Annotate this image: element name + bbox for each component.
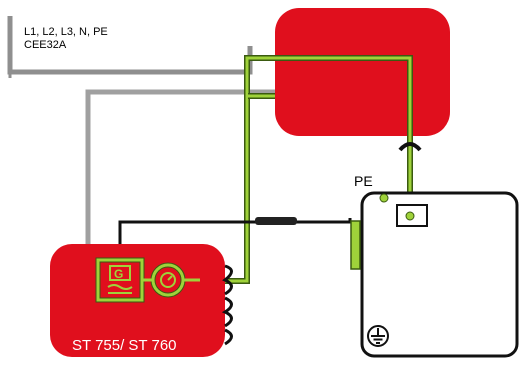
device-under-test xyxy=(360,191,519,358)
instrument-label: ST 755/ ST 760 xyxy=(72,337,177,354)
clip-connector xyxy=(255,217,297,225)
supply-label-conductors: L1, L2, L3, N, PE xyxy=(24,26,108,38)
mains-cable xyxy=(85,89,280,246)
pe-label: PE xyxy=(354,173,373,189)
ground-icon xyxy=(367,325,389,347)
crossover-arc xyxy=(398,142,422,152)
distribution-box xyxy=(275,8,450,136)
svg-text:G: G xyxy=(114,267,123,281)
pe-connection-point xyxy=(379,193,389,203)
current-source-icon xyxy=(142,262,200,298)
pe-terminal-point xyxy=(405,211,415,221)
coil-icon xyxy=(221,264,233,346)
generator-icon: G xyxy=(95,257,145,303)
clamp-icon xyxy=(350,220,361,270)
supply-label-socket: CEE32A xyxy=(24,39,67,51)
